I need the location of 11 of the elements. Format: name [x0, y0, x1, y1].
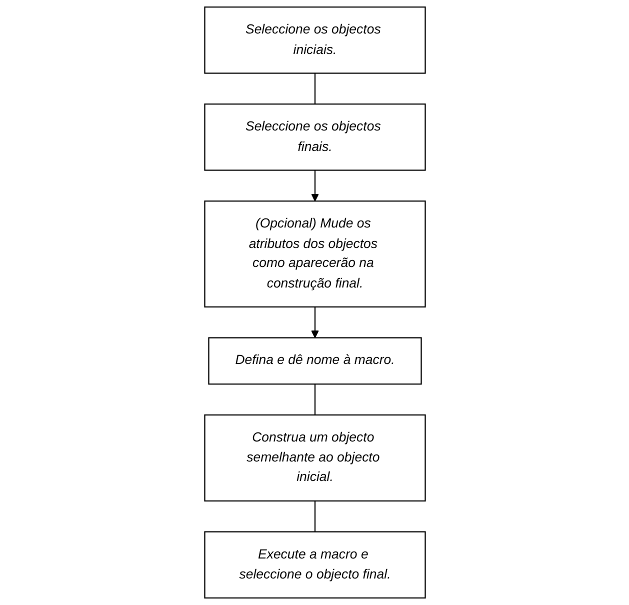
connector — [314, 384, 316, 415]
node-box: Defina e dê nome à macro. — [208, 337, 422, 385]
arrow — [310, 170, 318, 202]
connector — [314, 500, 316, 532]
node-box: Construa um objecto semelhante ao objecto inicial. — [204, 414, 426, 502]
node-box: Seleccione os objectos finais. — [204, 104, 426, 171]
node-box: (Opcional) Mude os atributos dos objectos como aparecerão na construção final. — [204, 200, 426, 308]
node-box: Execute a macro e seleccione o objecto final. — [204, 531, 426, 599]
arrow — [310, 306, 318, 338]
node-box: Seleccione os objectos iniciais. — [204, 6, 426, 74]
connector — [314, 73, 316, 104]
